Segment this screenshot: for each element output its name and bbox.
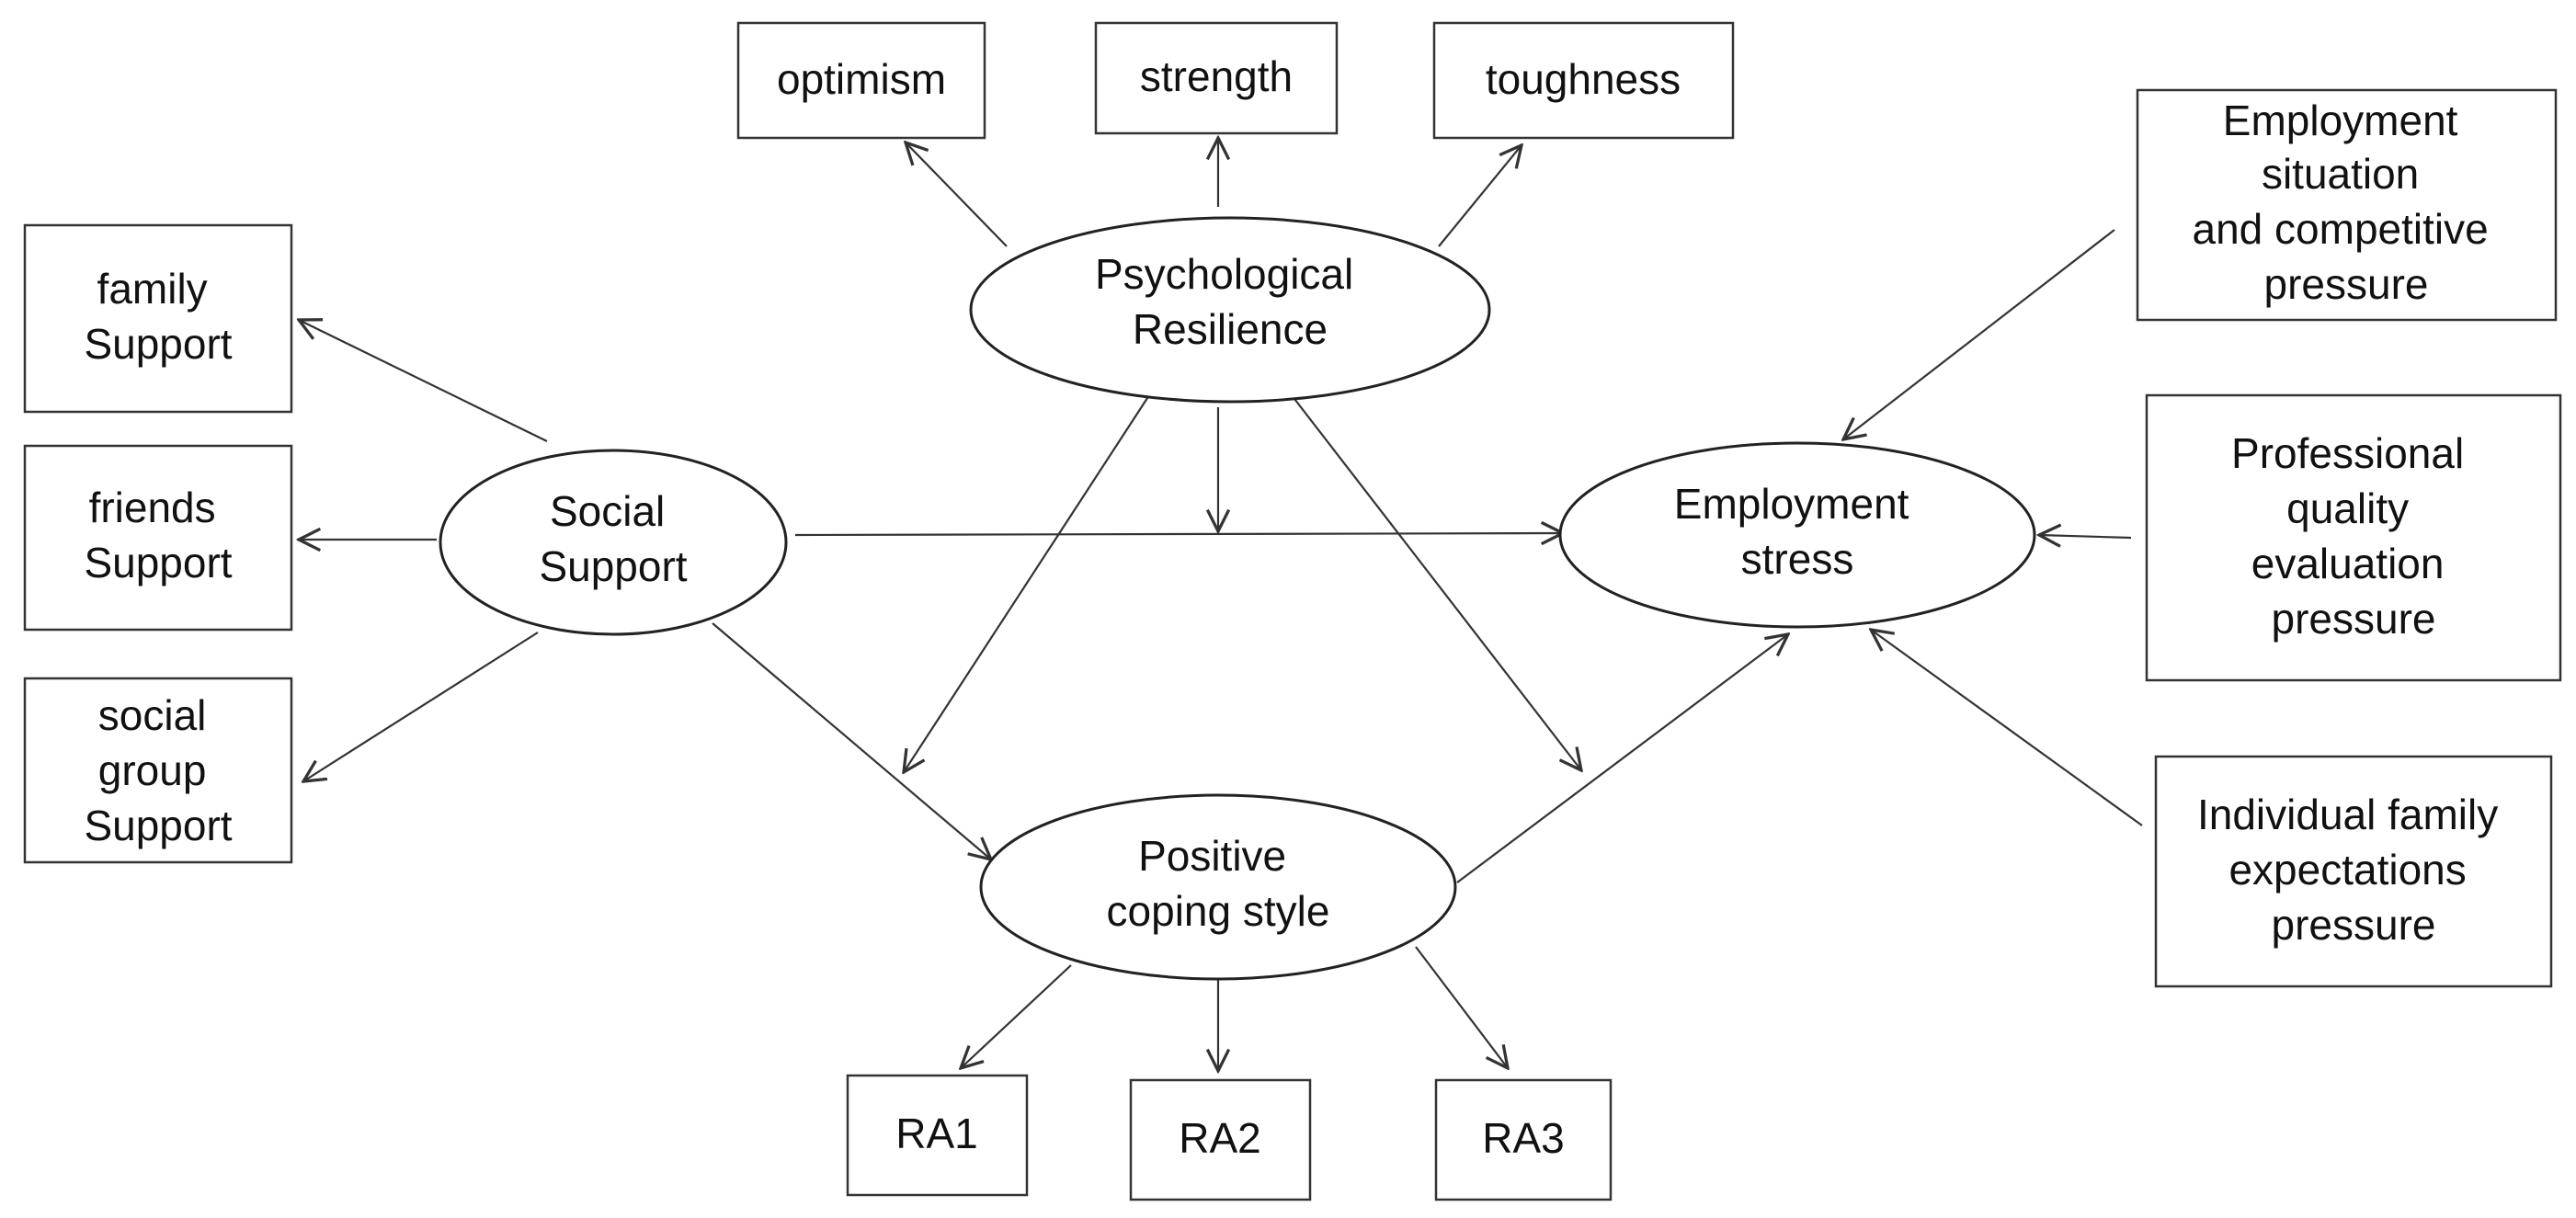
indicator-optimism: optimism — [736, 21, 986, 140]
indicator-label: RA2 — [1179, 1114, 1260, 1162]
indicator-label: family Support — [84, 265, 232, 368]
indicator-ra1: RA1 — [846, 1074, 1029, 1197]
arrow-coping-to-ra1 — [961, 964, 1072, 1068]
indicator-label: Professional quality evaluation pressure — [2231, 429, 2476, 643]
latent-social-support: Social Support — [439, 449, 788, 636]
indicator-toughness: toughness — [1432, 21, 1735, 140]
indicator-label: RA1 — [895, 1110, 977, 1157]
arrow-resilience-to-toughness — [1438, 145, 1522, 247]
arrow-resilience-to-coping-right — [1291, 394, 1581, 770]
indicator-ra3: RA3 — [1434, 1078, 1613, 1201]
arrow-social-to-family — [299, 320, 548, 442]
arrow-quality-to-employment-stress — [2039, 535, 2132, 538]
indicator-social-group-support: social group Support — [23, 677, 293, 864]
latent-positive-coping-style: Positive coping style — [979, 793, 1457, 981]
arrow-social-to-social-group — [303, 632, 539, 781]
nodes: Psychological Resilience Social Support … — [23, 21, 2562, 1201]
indicator-ra2: RA2 — [1129, 1078, 1312, 1201]
latent-label: Employment stress — [1674, 480, 1921, 583]
latent-label: Positive coping style — [1107, 832, 1330, 935]
arrow-family-expectations-to-employment-stress — [1871, 630, 2143, 826]
latent-psychological-resilience: Psychological Resilience — [969, 216, 1491, 404]
arrow-coping-to-employment-stress — [1456, 634, 1788, 883]
indicator-label: toughness — [1486, 55, 1681, 103]
latent-employment-stress: Employment stress — [1558, 441, 2036, 629]
arrow-social-to-employment-stress — [794, 533, 1563, 535]
indicator-label: social group Support — [84, 691, 232, 849]
indicator-employment-situation: Employment situation and competitive pre… — [2136, 88, 2558, 322]
indicator-label: strength — [1140, 52, 1293, 100]
indicator-label: Individual family expectations pressure — [2197, 791, 2510, 949]
indicator-label: friends Support — [84, 484, 232, 586]
indicator-label: Employment situation and competitive pre… — [2193, 97, 2501, 308]
indicator-label: optimism — [777, 55, 946, 103]
indicator-friends-support: friends Support — [23, 444, 293, 632]
latent-label: Social Support — [539, 487, 687, 590]
arrow-social-to-coping — [712, 622, 991, 859]
arrow-situation-to-employment-stress — [1843, 229, 2115, 439]
indicator-individual-family-expectations: Individual family expectations pressure — [2154, 755, 2553, 988]
indicator-label: RA3 — [1482, 1114, 1564, 1162]
arrow-coping-to-ra3 — [1415, 946, 1508, 1068]
arrow-resilience-to-coping-left — [904, 394, 1150, 772]
latent-label: Psychological Resilience — [1095, 250, 1365, 353]
indicator-family-support: family Support — [23, 223, 293, 414]
edges — [299, 138, 2143, 1071]
indicator-professional-quality: Professional quality evaluation pressure — [2145, 393, 2562, 682]
indicator-strength: strength — [1094, 21, 1339, 135]
arrow-resilience-to-optimism — [906, 142, 1008, 247]
